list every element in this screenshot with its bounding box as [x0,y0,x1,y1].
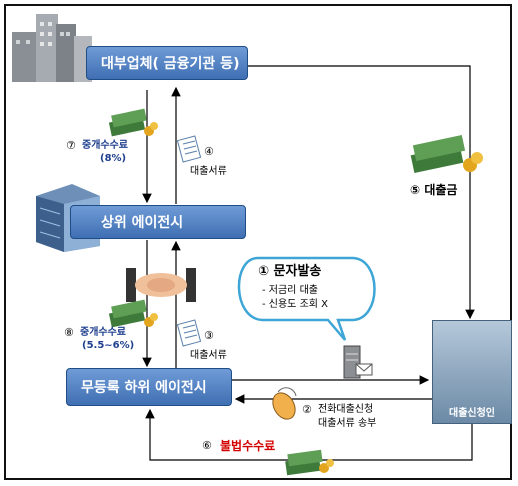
step2-line2: 대출서류 송부 [318,418,377,429]
server-mail-icon [343,345,373,379]
step6-num: ⑥ [202,439,212,452]
money-icon [285,449,334,476]
lender-node: 대부업체( 금융기관 등) [86,46,248,80]
step1-line2: - 신용도 조회 X [262,299,328,310]
step4-text: 대출서류 [190,166,227,177]
step8-num: ⑧ [64,326,74,339]
lower-agency-label: 무등록 하위 에이전시 [81,380,207,396]
step8-rate: (5.5~6%) [82,340,135,351]
sms-bubble [237,256,376,341]
phone-icon [272,387,297,420]
step7-num: ⑦ [66,139,76,152]
loan-arrow [248,65,475,320]
lower-agency-node: 무등록 하위 에이전시 [66,368,232,406]
money-icon [108,299,158,328]
step7-text: 중개수수료 [82,140,128,151]
lender-label: 대부업체( 금융기관 등) [101,56,240,72]
step8-text: 중개수수료 [80,327,126,338]
applicant-label: 대출신청인 [449,408,495,419]
step7-rate: (8%) [100,153,127,164]
document-icon [176,319,202,347]
step2-num: ② [302,403,312,416]
money-icon [410,134,483,174]
step4-num: ④ [204,145,214,158]
step1-line1: - 저금리 대출 [262,285,318,296]
step2-line1: 전화대출신청 [318,404,374,415]
upper-agency-node: 상위 에이전시 [70,205,246,239]
document-icon [176,135,202,163]
step5-label: ⑤ 대출금 [410,183,458,197]
applicant-node: 대출신청인 [432,320,512,424]
building-icon [12,14,92,82]
money-icon [108,108,158,137]
step6-text: 불법수수료 [220,439,276,453]
handshake-icon [126,268,196,302]
upper-agency-label: 상위 에이전시 [101,215,184,231]
step3-num: ③ [204,329,214,342]
step1-title: ① 문자발송 [258,264,322,279]
step3-text: 대출서류 [190,350,227,361]
